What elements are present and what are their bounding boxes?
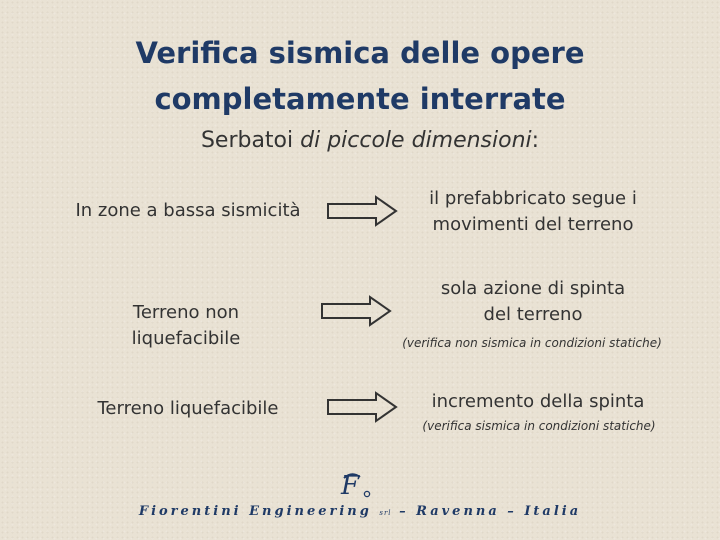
row-2-condition-line-1: Terreno non — [132, 302, 240, 323]
subtitle-italic: di piccole dimensioni — [300, 128, 532, 153]
subtitle-prefix: Serbatoi — [200, 128, 301, 153]
subtitle-suffix: : — [531, 128, 540, 153]
row-1-condition: In zone a bassa sismicità — [75, 200, 301, 221]
row-3-result: incremento della spinta — [431, 391, 645, 412]
right-arrow-icon — [321, 295, 392, 327]
row-2-note: (verifica non sismica in condizioni stat… — [402, 336, 662, 350]
row-2-result: sola azione di spinta del terreno — [402, 276, 664, 328]
row-2-result-line-1: sola azione di spinta — [440, 278, 626, 299]
right-arrow-icon — [327, 195, 398, 227]
title-line-2: completamente interrate — [154, 82, 566, 116]
slide-title: Verifica sismica delle opere completamen… — [0, 30, 720, 122]
right-arrow-icon — [327, 391, 398, 423]
svg-text:F: F — [340, 471, 360, 501]
footer-srl: srl — [379, 509, 392, 517]
slide-subtitle: Serbatoi di piccole dimensioni: — [0, 128, 720, 153]
footer-company: Fiorentini Engineering srl – Ravenna – I… — [0, 504, 720, 519]
footer-company-name: Fiorentini Engineering — [138, 504, 372, 519]
footer-location: – Ravenna – Italia — [391, 504, 582, 519]
row-3-note: (verifica sismica in condizioni statiche… — [422, 419, 656, 433]
row-2-condition-line-2: liquefacibile — [131, 328, 241, 349]
row-1-result-line-1: il prefabbricato segue i — [429, 188, 637, 209]
row-1-result-line-2: movimenti del terreno — [432, 214, 634, 235]
row-2-result-line-2: del terreno — [483, 304, 583, 325]
row-2-condition: Terreno non liquefacibile — [60, 300, 312, 352]
row-3-condition: Terreno liquefacibile — [97, 398, 279, 419]
row-1-result: il prefabbricato segue i movimenti del t… — [402, 186, 664, 238]
fiorentini-logo-icon: F — [340, 471, 371, 501]
title-line-1: Verifica sismica delle opere — [135, 36, 585, 70]
